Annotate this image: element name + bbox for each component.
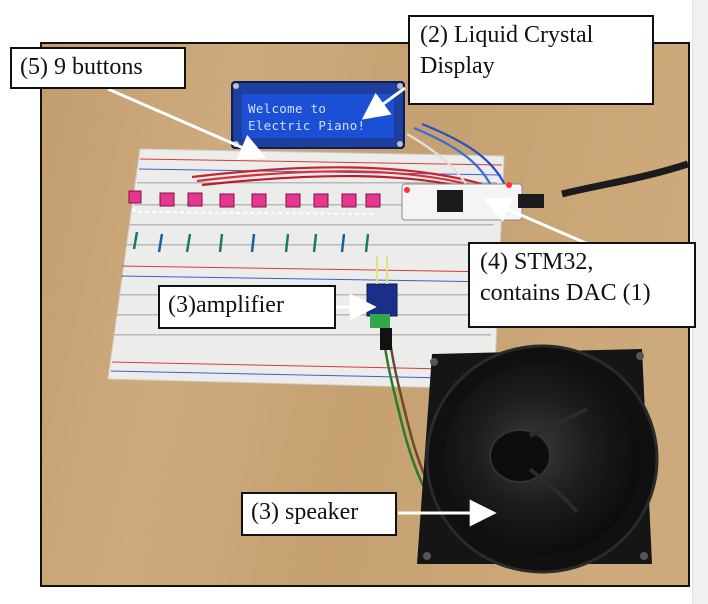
lcd-module: Welcome to Electric Piano!: [231, 81, 405, 149]
lcd-line-1: Welcome to: [248, 101, 326, 116]
callout-amplifier: (3)amplifier: [158, 285, 336, 329]
lcd-line-2: Electric Piano!: [248, 118, 365, 133]
callout-lcd-line-1: (2) Liquid Crystal: [420, 22, 594, 48]
usb-cable: [561, 160, 688, 198]
callout-buttons: (5) 9 buttons: [10, 47, 186, 89]
callout-stm32: (4) STM32, contains DAC (1): [468, 242, 696, 328]
callout-amplifier-text: (3)amplifier: [168, 292, 284, 318]
callout-lcd-line-2: Display: [420, 53, 495, 79]
callout-lcd: (2) Liquid Crystal Display: [408, 15, 654, 105]
callout-buttons-text: (5) 9 buttons: [20, 54, 143, 80]
callout-speaker-text: (3) speaker: [251, 499, 359, 525]
callout-stm32-line-1: (4) STM32,: [480, 249, 594, 275]
speaker: [417, 344, 659, 574]
button-row: [128, 190, 381, 215]
jumper-wires: [132, 231, 370, 253]
callout-speaker: (3) speaker: [241, 492, 397, 536]
callout-stm32-line-2: contains DAC (1): [480, 280, 651, 306]
